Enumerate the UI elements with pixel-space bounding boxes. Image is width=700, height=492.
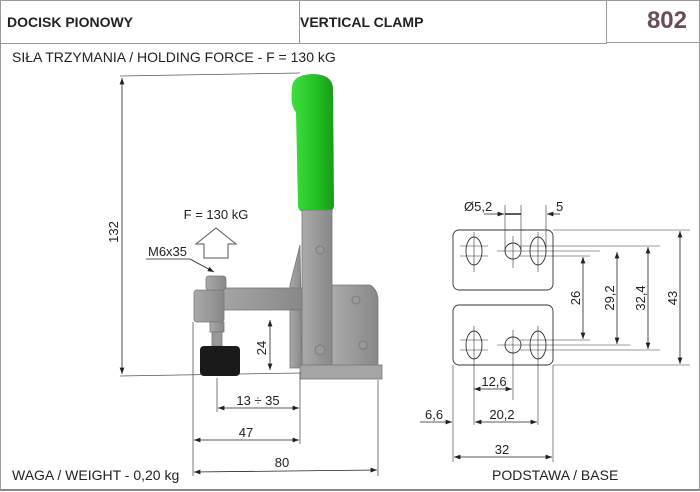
force-label: F = 130 kG	[184, 207, 249, 222]
force-arrow-icon	[194, 227, 238, 259]
dim-26-label: 26	[568, 291, 583, 305]
dim-47-label: 47	[239, 425, 253, 440]
green-handle	[291, 74, 334, 212]
base-label: PODSTAWA / BASE	[492, 467, 619, 483]
dim-32-4-label: 32,4	[633, 285, 648, 310]
dim-80-label: 80	[275, 455, 289, 470]
model-number: 802	[607, 0, 699, 43]
title-english: VERTICAL CLAMP	[300, 0, 607, 44]
dim-20-2-label: 20,2	[489, 407, 514, 422]
dim-32-label: 32	[495, 442, 509, 457]
dim-132-label: 132	[106, 221, 121, 243]
dim-29-2-label: 29,2	[602, 285, 617, 310]
dim-spindle-label: 13 ÷ 35	[236, 393, 279, 408]
holding-force-spec: SIŁA TRZYMANIA / HOLDING FORCE - F = 130…	[12, 49, 336, 65]
rubber-tip	[200, 346, 240, 376]
clamp-body	[289, 209, 383, 380]
dim-hole-dia-label: Ø5,2	[464, 199, 492, 214]
title-polish: DOCISK PIONOWY	[0, 0, 300, 44]
screw-label: M6x35	[148, 244, 187, 259]
dim-43-label: 43	[665, 291, 680, 305]
dim-12-6-label: 12,6	[481, 374, 506, 389]
dim-slot-label: 5	[556, 199, 563, 214]
dim-height-total: 132	[106, 72, 301, 377]
weight-spec: WAGA / WEIGHT - 0,20 kg	[12, 467, 180, 483]
clamp-arm	[193, 275, 303, 347]
dim-6-6-label: 6,6	[425, 407, 443, 422]
dim-24-label: 24	[254, 341, 269, 355]
base-drawing	[452, 205, 690, 462]
